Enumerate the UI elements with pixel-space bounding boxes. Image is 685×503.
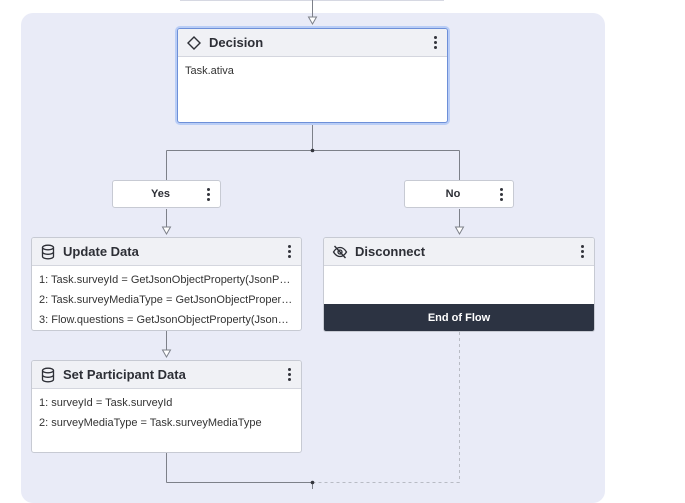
disconnect-more-options-icon[interactable]: [576, 244, 588, 260]
end-of-flow-label: End of Flow: [324, 304, 594, 331]
set-participant-data-line: 2: surveyMediaType = Task.surveyMediaTyp…: [39, 417, 262, 429]
disconnect-header: Disconnect: [324, 238, 594, 266]
update-data-line: 2: Task.surveyMediaType = GetJsonObjectP…: [39, 294, 294, 306]
disconnect-node[interactable]: Disconnect End of Flow: [323, 237, 595, 332]
connector-lines: [161, 0, 465, 489]
arrowhead-decision: [307, 16, 318, 26]
set-participant-data-line: 1: surveyId = Task.surveyId: [39, 397, 173, 409]
yes-branch-label: Yes: [151, 188, 170, 200]
merge-dot: [310, 480, 315, 485]
arrowhead-setparticipant: [161, 349, 172, 359]
diamond-icon: [186, 35, 202, 51]
update-data-body: 1: Task.surveyId = GetJsonObjectProperty…: [32, 266, 301, 330]
database-icon: [40, 367, 56, 383]
set-participant-data-node[interactable]: Set Participant Data 1: surveyId = Task.…: [31, 360, 302, 453]
no-branch-label: No: [445, 188, 461, 200]
update-data-line: 3: Flow.questions = GetJsonObjectPropert…: [39, 314, 289, 326]
decision-more-options-icon[interactable]: [429, 35, 441, 51]
decision-expression: Task.ativa: [185, 65, 234, 77]
arrowhead-update: [161, 226, 172, 236]
update-data-node[interactable]: Update Data 1: Task.surveyId = GetJsonOb…: [31, 237, 302, 331]
decision-node[interactable]: Decision Task.ativa: [177, 28, 448, 123]
set-participant-data-more-options-icon[interactable]: [283, 367, 295, 383]
update-data-header: Update Data: [32, 238, 301, 266]
update-data-title: Update Data: [63, 244, 139, 259]
yes-branch[interactable]: Yes: [112, 180, 221, 208]
split-dot: [310, 148, 315, 153]
decision-body: Task.ativa: [178, 57, 447, 85]
update-data-more-options-icon[interactable]: [283, 244, 295, 260]
no-branch[interactable]: No: [404, 180, 514, 208]
yes-more-options-icon[interactable]: [202, 186, 214, 202]
arrowhead-disconnect: [454, 226, 465, 236]
update-data-line: 1: Task.surveyId = GetJsonObjectProperty…: [39, 274, 294, 286]
decision-title: Decision: [209, 35, 264, 50]
database-icon: [40, 244, 56, 260]
set-participant-data-body: 1: surveyId = Task.surveyId 2: surveyMed…: [32, 389, 301, 437]
no-more-options-icon[interactable]: [495, 186, 507, 202]
decision-header: Decision: [178, 29, 447, 57]
set-participant-data-title: Set Participant Data: [63, 367, 186, 382]
set-participant-data-header: Set Participant Data: [32, 361, 301, 389]
eye-slash-icon: [332, 244, 348, 260]
disconnect-title: Disconnect: [355, 244, 426, 259]
